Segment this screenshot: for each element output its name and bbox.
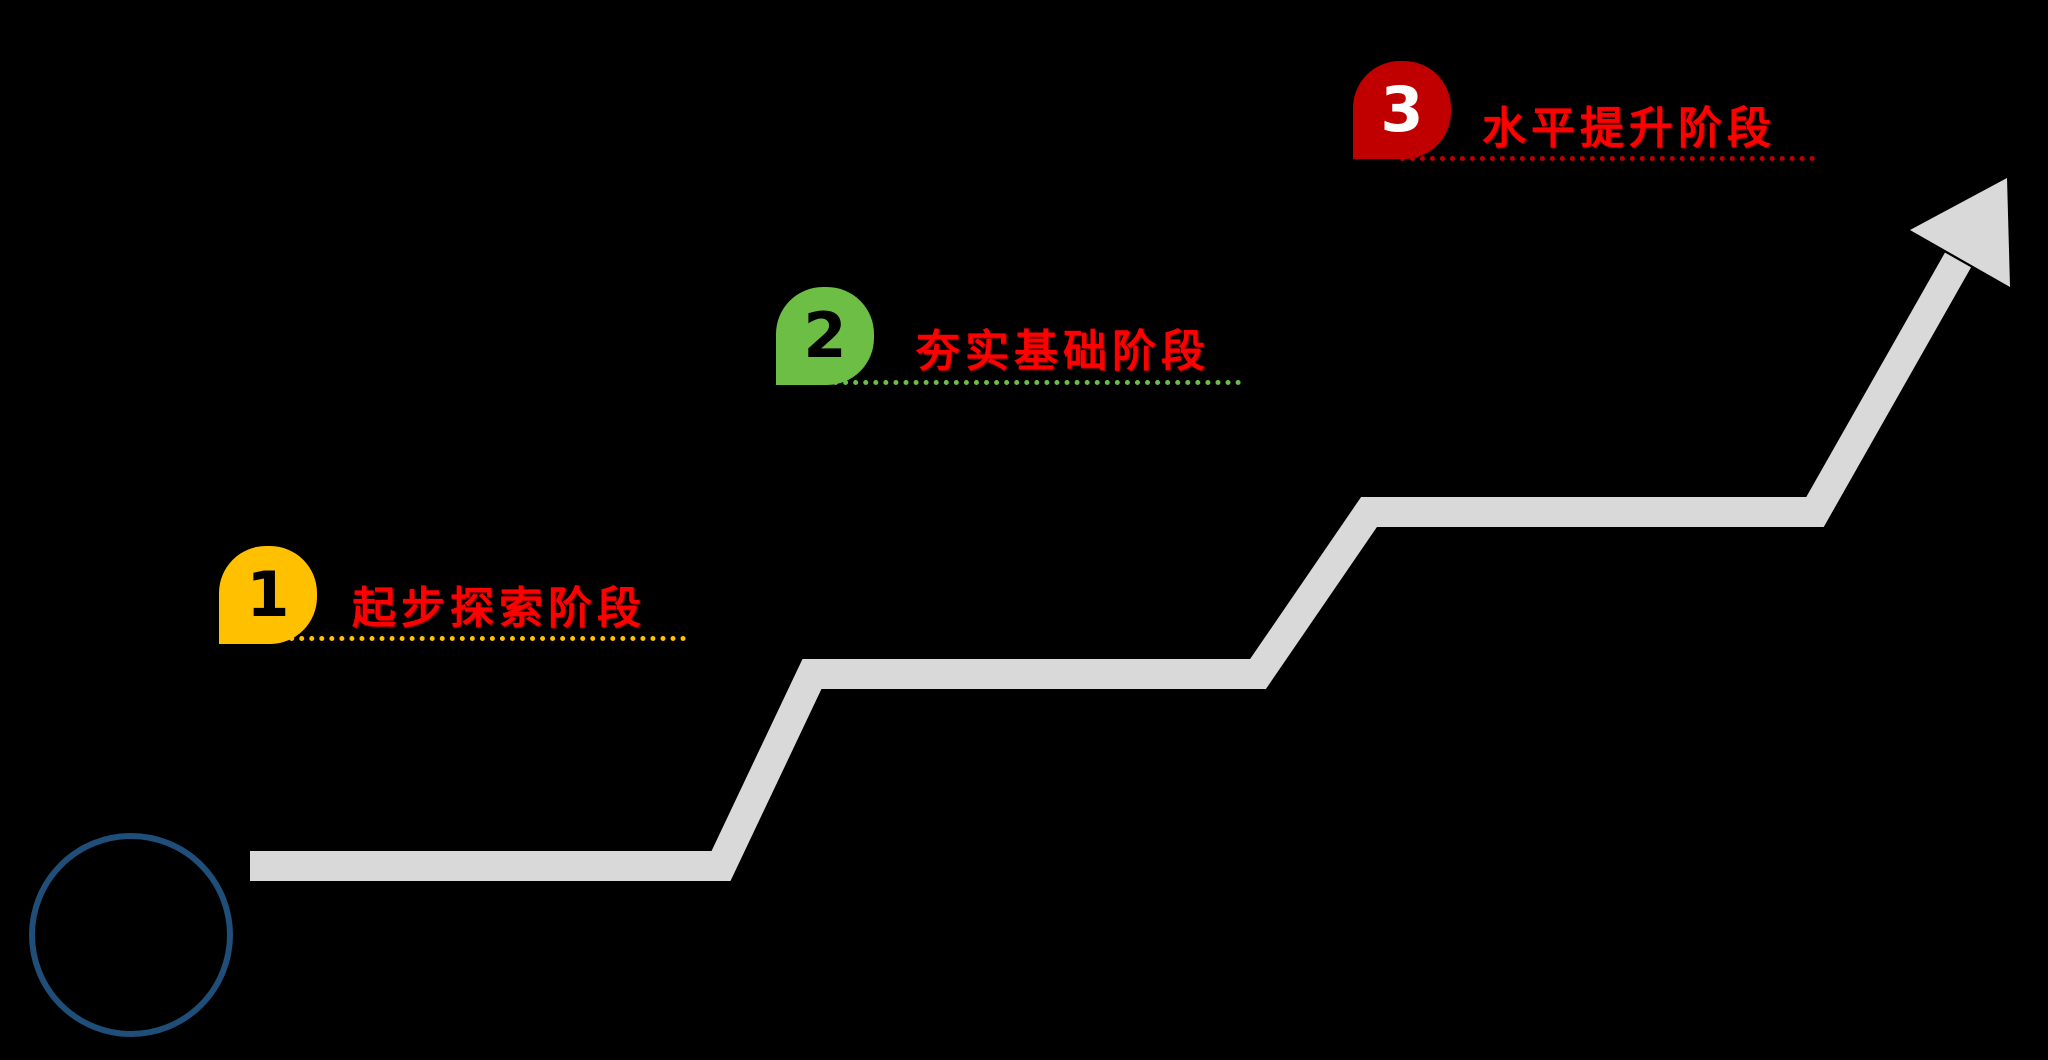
stage-2-number: 2 xyxy=(803,299,847,372)
stage-3-underline xyxy=(1400,156,1815,161)
stage-1-number: 1 xyxy=(246,558,290,631)
stage-2-underline xyxy=(823,380,1241,385)
stage-1-label: 起步探索阶段 xyxy=(352,583,646,634)
stage-3-number: 3 xyxy=(1380,73,1424,146)
stage-2-label: 夯实基础阶段 xyxy=(916,326,1210,377)
staircase-line xyxy=(250,252,1972,881)
stage-3-label: 水平提升阶段 xyxy=(1482,103,1776,154)
arrowhead-icon xyxy=(1910,178,2010,287)
start-circle xyxy=(29,833,233,1037)
stage-3-badge: 3 xyxy=(1353,61,1451,159)
stage-1-underline xyxy=(229,636,686,641)
stage-2-badge: 2 xyxy=(776,287,874,385)
stage-1-badge: 1 xyxy=(219,546,317,644)
